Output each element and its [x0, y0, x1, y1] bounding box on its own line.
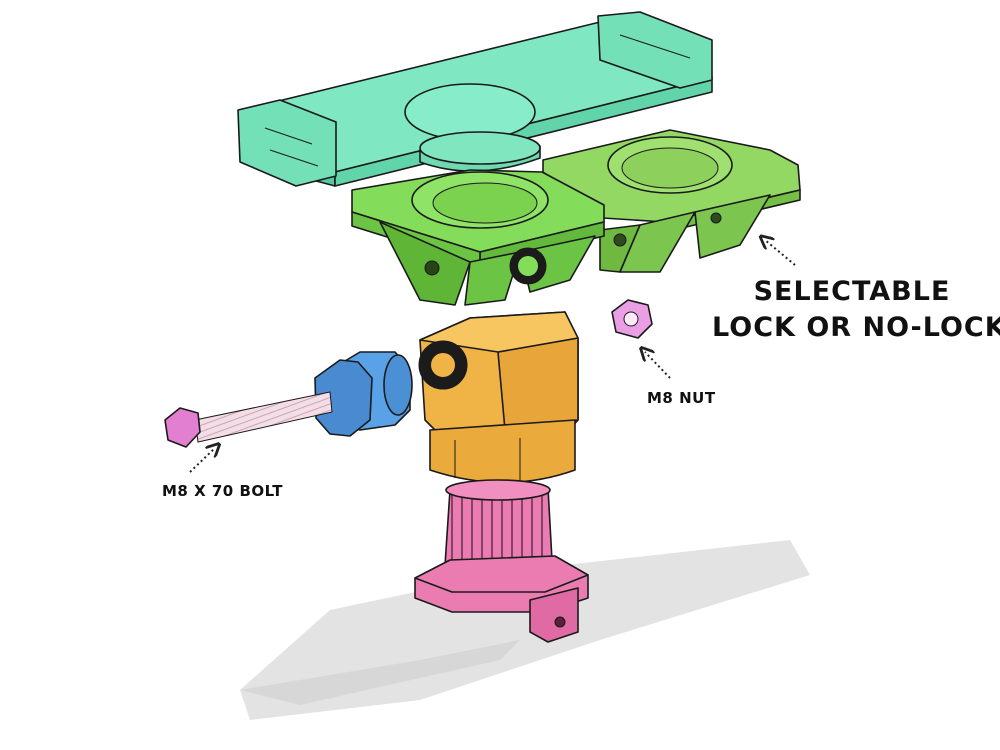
ground-shadow	[240, 540, 810, 720]
selectable-label-line2: LOCK OR NO-LOCK	[712, 312, 1000, 343]
bolt-arrow	[189, 448, 215, 473]
base-part	[414, 479, 589, 643]
selectable-label: SELECTABLE LOCK OR NO-LOCK	[712, 274, 1000, 346]
swivel-head-part	[418, 311, 579, 485]
nut-label: M8 NUT	[647, 389, 716, 407]
bolt-label: M8 X 70 BOLT	[162, 482, 283, 500]
selectable-arrow	[765, 240, 796, 266]
knob-part	[314, 351, 413, 437]
phone-holder-part	[237, 11, 713, 187]
nut-part	[611, 299, 653, 339]
nolock-adapter-part	[542, 129, 801, 273]
selectable-label-line1: SELECTABLE	[753, 276, 951, 307]
nut-arrow	[645, 352, 671, 379]
bolt-part	[164, 391, 333, 448]
lock-adapter-part	[351, 169, 605, 306]
